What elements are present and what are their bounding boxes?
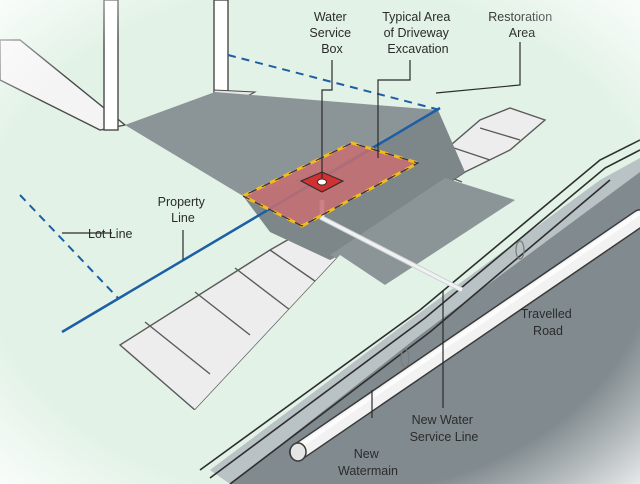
label-driveway-excavation: Typical Area of Driveway Excavation bbox=[382, 10, 454, 56]
house-pillar-right bbox=[213, 0, 229, 93]
label-lot-line: Lot Line bbox=[88, 227, 133, 241]
house-pillar-left bbox=[103, 0, 119, 131]
